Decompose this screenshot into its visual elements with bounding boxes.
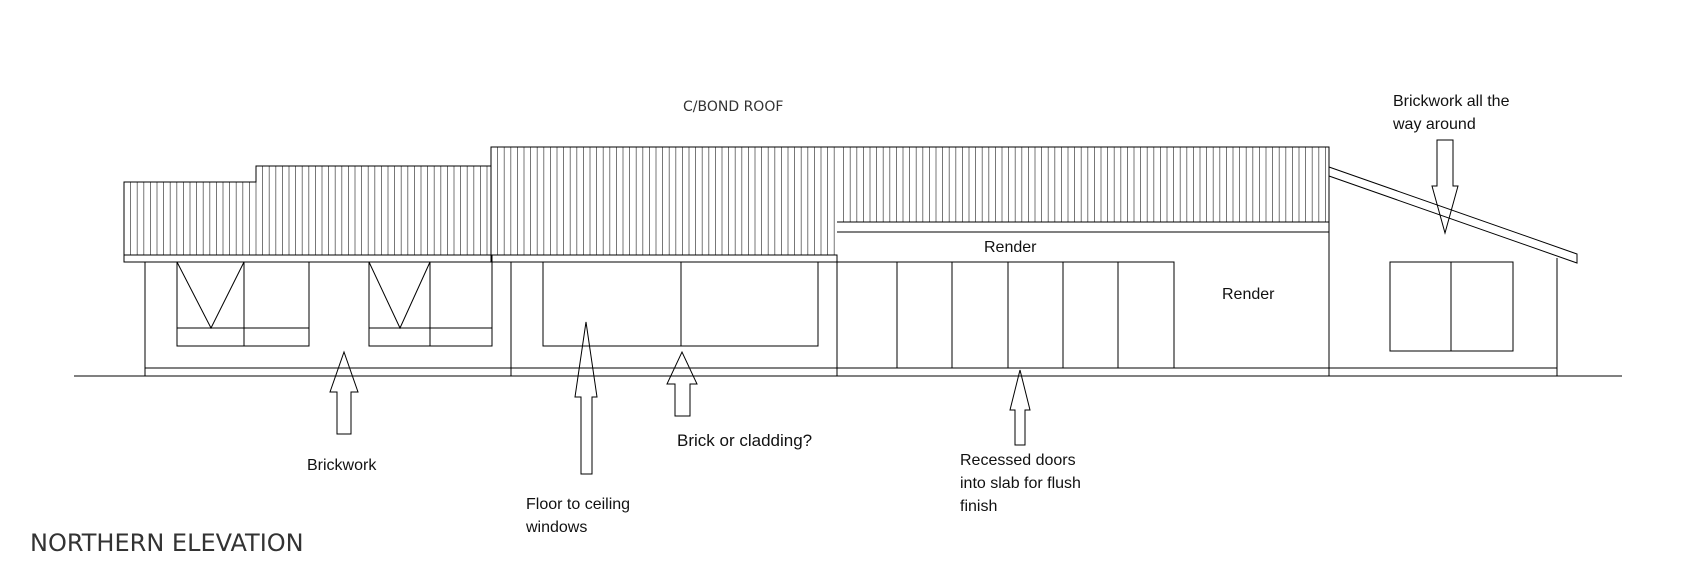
roof-main-section	[490, 146, 1330, 262]
annotation-recessed-doors-line-2: into slab for flush	[960, 475, 1081, 492]
roof-label: C/BOND ROOF	[683, 99, 783, 115]
annotation-recessed-doors-line-1: Recessed doors	[960, 452, 1076, 469]
eave-fascia-main	[490, 254, 838, 263]
skillion-roof	[1328, 166, 1578, 376]
stacker-doors	[836, 261, 1175, 369]
roof-left-section	[123, 165, 492, 262]
annotation-brick-or-cladding: Brick or cladding?	[677, 431, 812, 450]
window-left-1-sash-v	[176, 261, 245, 330]
render-label-upper: Render	[984, 239, 1037, 256]
window-left-1	[176, 261, 310, 347]
render-label-side: Render	[1222, 286, 1275, 303]
arrow-up-floor-windows	[574, 321, 598, 475]
annotation-floor-windows-line-2: windows	[525, 519, 587, 536]
eave-fascia-left	[123, 254, 493, 263]
annotation-brickwork-around-line-1: Brickwork all the	[1393, 93, 1510, 110]
left-wing-wall	[144, 255, 838, 376]
annotation-recessed-doors-line-3: finish	[960, 498, 997, 515]
arrow-up-brickwork	[329, 350, 359, 435]
annotation-brickwork: Brickwork	[307, 457, 377, 474]
arrow-up-recessed-doors	[1009, 369, 1031, 446]
arrow-down-brickwork-around	[1431, 139, 1459, 235]
arrow-up-brick-cladding	[666, 350, 698, 417]
roof-corrugation	[130, 147, 1326, 255]
annotation-floor-windows-line-1: Floor to ceiling	[526, 496, 630, 513]
drawing-title: NORTHERN ELEVATION	[30, 529, 304, 557]
window-left-2-sash-v	[368, 261, 431, 330]
annotation-brickwork-around-line-2: way around	[1392, 116, 1476, 133]
